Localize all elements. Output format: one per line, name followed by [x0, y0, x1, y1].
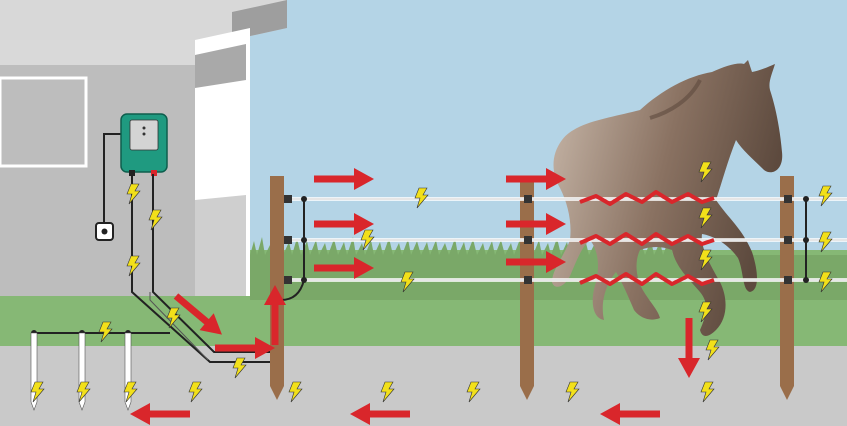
fence-wires: [290, 197, 847, 282]
earth-cables: [31, 174, 279, 363]
fence-energizer-icon: [120, 113, 168, 176]
wire-connectors: [280, 196, 809, 301]
insulators: [284, 195, 792, 284]
supply-cable: [103, 133, 124, 230]
power-socket-icon: [95, 222, 114, 241]
building: [0, 0, 287, 296]
electric-shock-zigzag-icon: [579, 190, 715, 286]
